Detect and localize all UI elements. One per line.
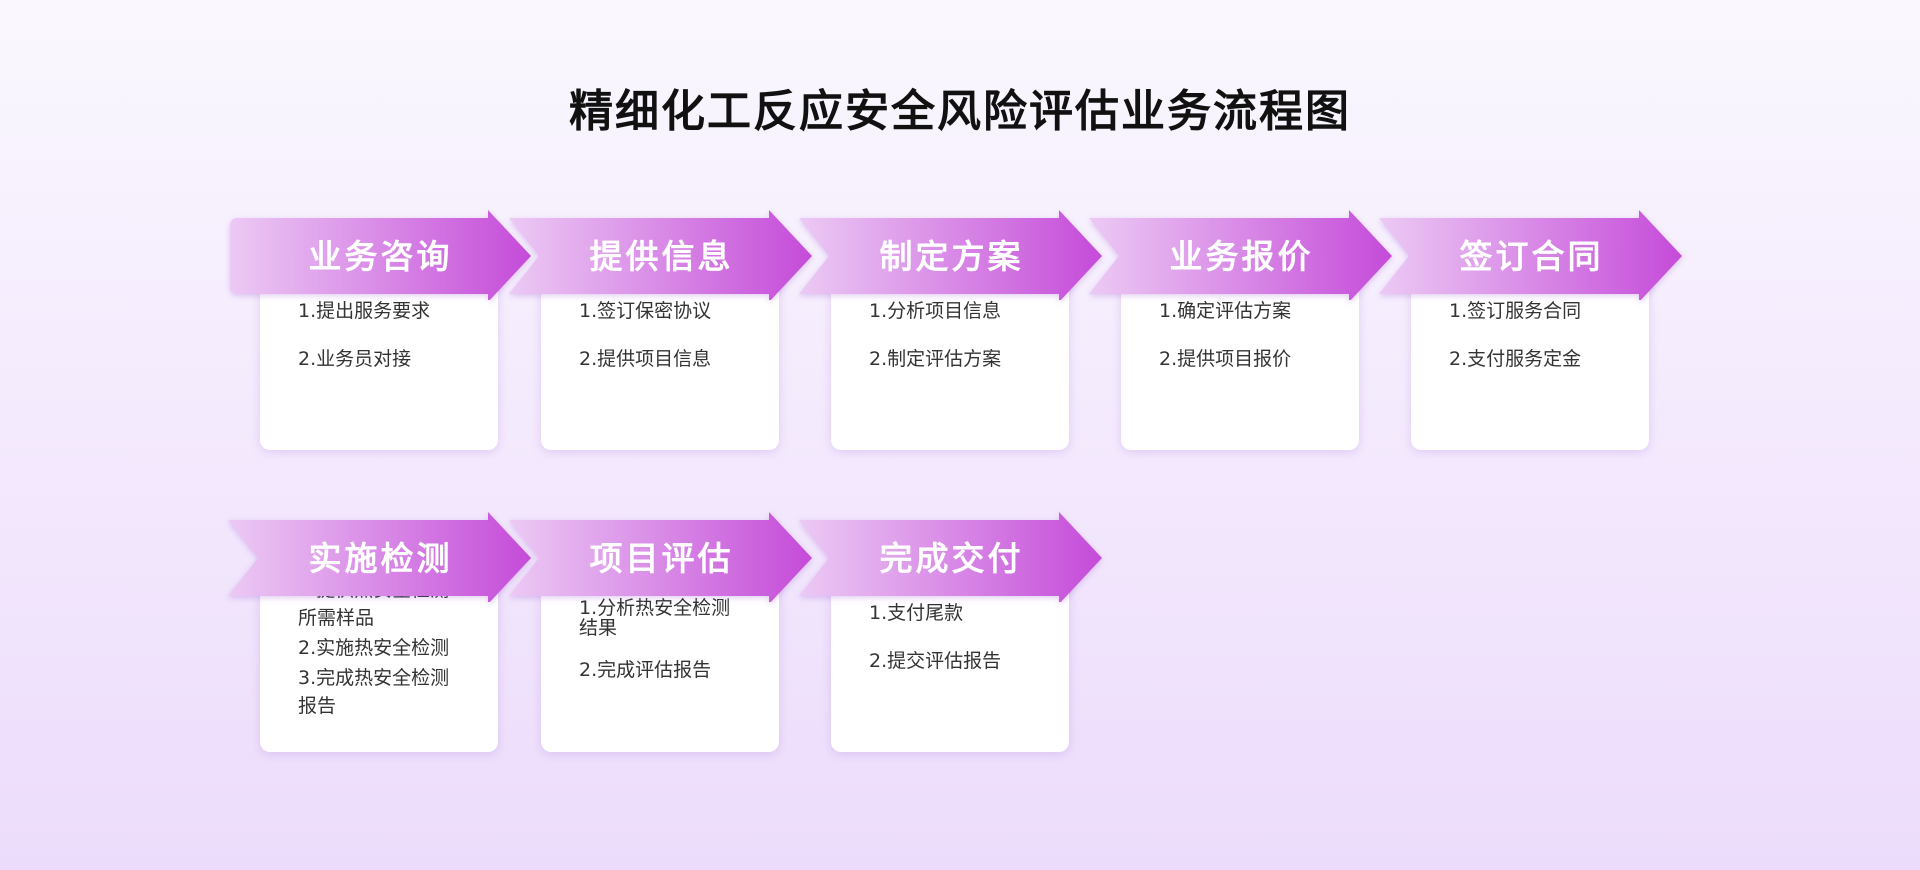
arrow-banner [228,210,533,300]
step-item: 1.支付尾款 [869,602,964,624]
arrow-banner [509,210,814,300]
step-label: 签订合同 [1459,237,1604,276]
step-item: 2.提交评估报告 [869,650,1002,672]
step-label: 完成交付 [879,539,1024,578]
arrow-banner [509,512,814,602]
step-item: 1.确定评估方案 [1159,300,1292,322]
step-item: 2.支付服务定金 [1449,348,1582,370]
step-5: 1.签订服务合同 2.支付服务定金 签订合同 [1379,210,1684,450]
step-8: 1.支付尾款 2.提交评估报告 完成交付 [799,512,1104,752]
step-item: 2.业务员对接 [298,348,412,370]
step-6: 1.提供热安全检测 所需样品 2.实施热安全检测 3.完成热安全检测 报告 实施… [228,512,533,752]
arrow-path [509,512,812,602]
step-label: 业务报价 [1169,237,1314,276]
arrow-path [1089,210,1392,300]
step-label: 实施检测 [308,539,453,578]
arrow-shape [228,512,531,602]
step-item: 2.制定评估方案 [869,348,1002,370]
step-item: 1.提出服务要求 [298,300,431,322]
step-item: 1.分析项目信息 [869,300,1002,322]
arrow-shape [1089,210,1392,300]
step-item: 1.分析热安全检测 结果 [579,597,731,639]
arrow-shape [1379,210,1682,300]
step-4: 1.确定评估方案 2.提供项目报价 业务报价 [1089,210,1394,450]
arrow-banner [1379,210,1684,300]
arrow-banner [228,512,533,602]
step-3: 1.分析项目信息 2.制定评估方案 制定方案 [799,210,1104,450]
arrow-path [799,210,1102,300]
step-item: 2.提供项目报价 [1159,348,1292,370]
step-7: 1.分析热安全检测 结果 2.完成评估报告 项目评估 [509,512,814,752]
arrow-path [1379,210,1682,300]
step-1: 1.提出服务要求 2.业务员对接 业务咨询 [228,210,533,450]
arrow-shape [509,210,812,300]
arrow-banner [799,512,1104,602]
step-item: 1.签订保密协议 [579,300,712,322]
arrow-shape [230,210,531,300]
arrow-shape [509,512,812,602]
step-item: 2.提供项目信息 [579,348,712,370]
arrow-banner [1089,210,1394,300]
step-label: 制定方案 [879,237,1024,276]
step-item: 2.完成评估报告 [579,659,712,681]
page-title: 精细化工反应安全风险评估业务流程图 [569,86,1351,137]
step-item: 2.实施热安全检测 [298,637,450,659]
arrow-path [799,512,1102,602]
arrow-shape [799,210,1102,300]
step-label: 业务咨询 [308,237,453,276]
arrow-path [230,210,531,300]
arrow-shape [799,512,1102,602]
step-item: 1.签订服务合同 [1449,300,1582,322]
arrow-path [509,210,812,300]
step-item: 3.完成热安全检测 报告 [298,667,450,717]
arrow-path [228,512,531,602]
step-label: 项目评估 [589,539,734,578]
step-label: 提供信息 [589,237,734,276]
step-2: 1.签订保密协议 2.提供项目信息 提供信息 [509,210,814,450]
arrow-banner [799,210,1104,300]
